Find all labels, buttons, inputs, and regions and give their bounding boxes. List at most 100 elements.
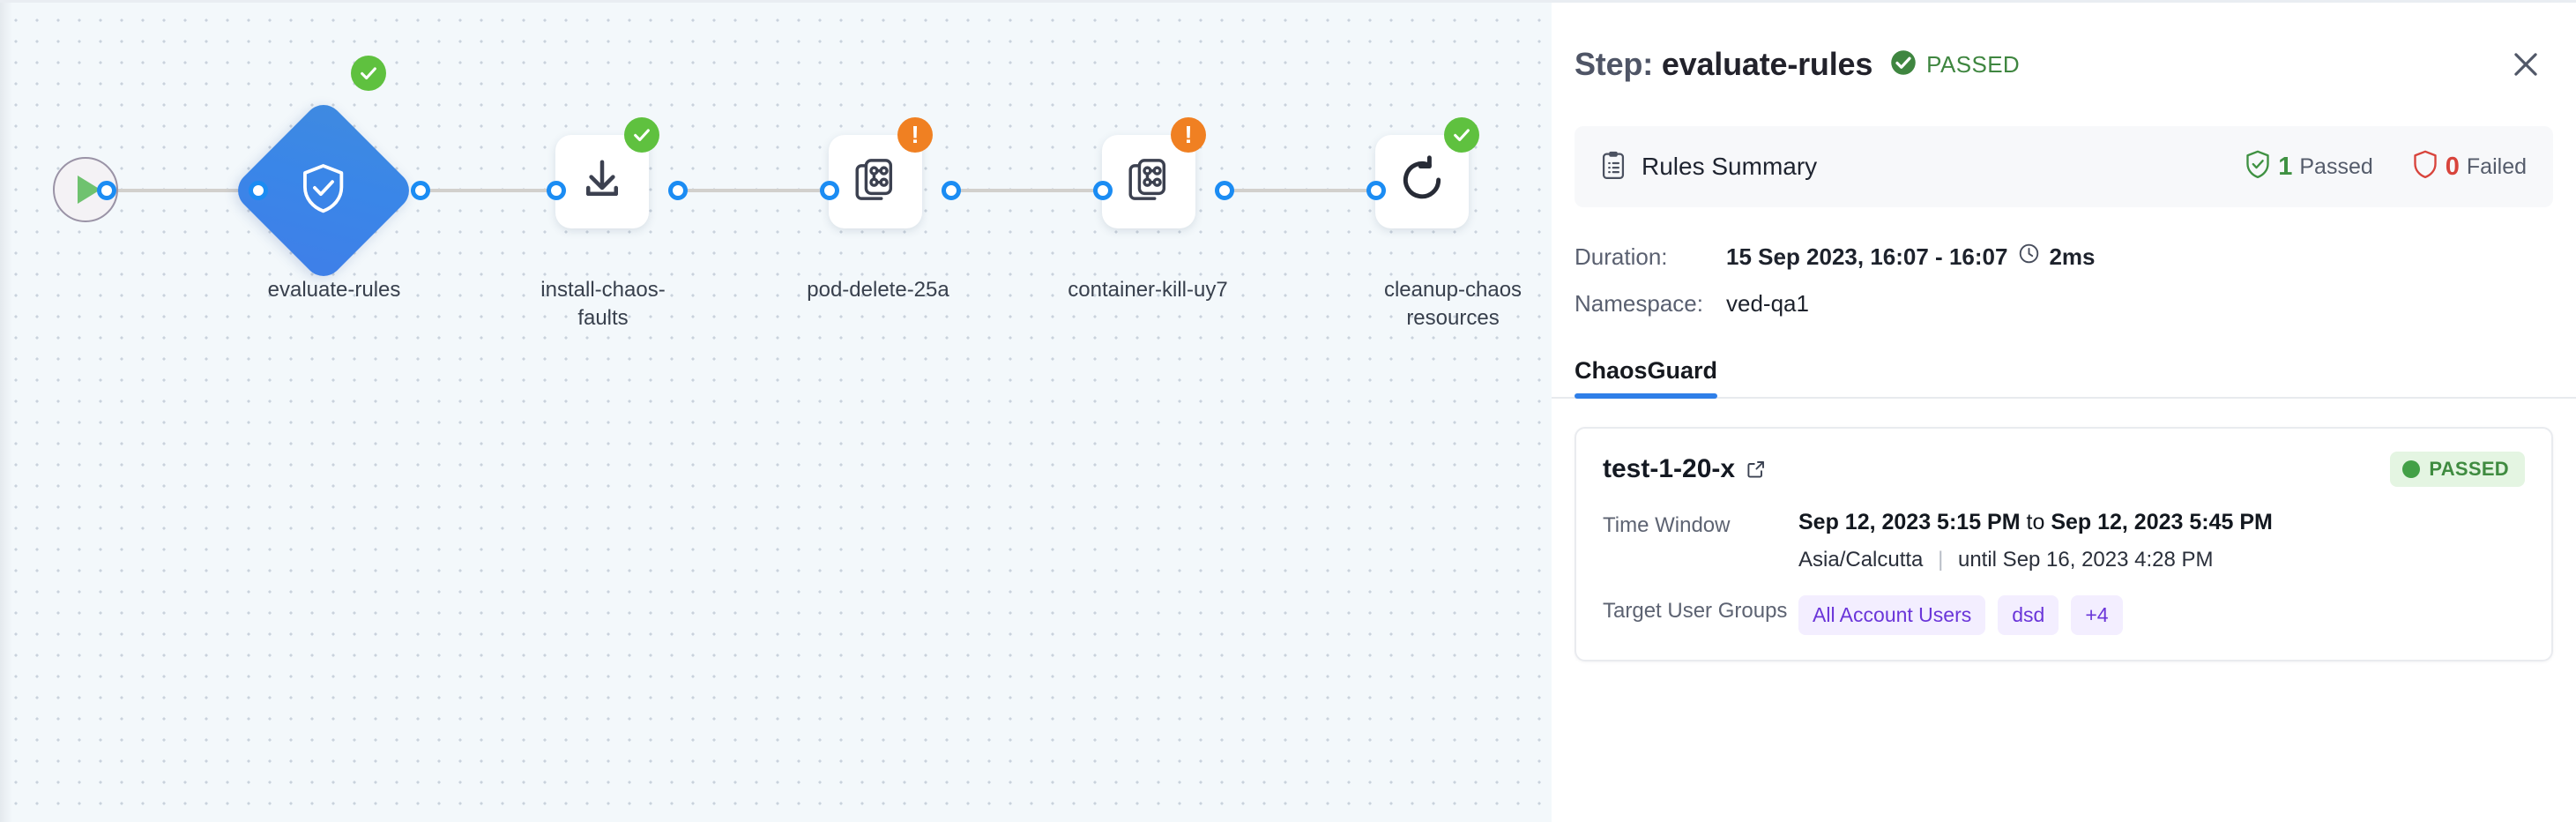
rules-summary-stats: 1 Passed 0 Failed bbox=[2245, 150, 2527, 184]
node-label-install-chaos-faults: install-chaos- faults bbox=[540, 278, 666, 330]
duration-value-group: 15 Sep 2023, 16:07 - 16:07 2ms bbox=[1726, 243, 2096, 271]
node-label-cleanup-chaos-resources: cleanup-chaos resources bbox=[1383, 278, 1523, 330]
node-container-kill-uy7[interactable]: ! bbox=[1102, 117, 1206, 228]
panel-tabs: ChaosGuard bbox=[1552, 344, 2576, 399]
port-install-in[interactable] bbox=[547, 181, 566, 200]
port-pod-delete-out[interactable] bbox=[942, 181, 961, 200]
node-evaluate-rules[interactable] bbox=[229, 56, 418, 285]
tab-chaosguard[interactable]: ChaosGuard bbox=[1575, 357, 1718, 399]
elapsed-group: 2ms bbox=[2018, 243, 2096, 271]
time-window-values: Sep 12, 2023 5:15 PM to Sep 12, 2023 5:4… bbox=[1798, 510, 2273, 572]
namespace-label: Namespace: bbox=[1575, 290, 1703, 317]
rules-passed-word: Passed bbox=[2299, 153, 2373, 179]
rules-failed-word: Failed bbox=[2466, 153, 2527, 179]
duration-elapsed: 2ms bbox=[2049, 243, 2096, 270]
status-badge-success bbox=[624, 117, 659, 153]
node-label-pod-delete-25a: pod-delete-25a bbox=[807, 278, 949, 302]
chaos-experiment-icon bbox=[853, 156, 897, 208]
duration-value: 15 Sep 2023, 16:07 - 16:07 bbox=[1726, 243, 2008, 270]
edge-pod-delete-to-container-kill bbox=[950, 189, 1102, 192]
status-badge-success bbox=[1444, 117, 1479, 153]
time-window-end: Sep 12, 2023 5:45 PM bbox=[2051, 510, 2273, 534]
chaosguard-test-card: test-1-20-x PASSED Time Window Sep 12, 2 bbox=[1575, 427, 2553, 661]
port-install-out[interactable] bbox=[668, 181, 688, 200]
status-badge-success bbox=[351, 56, 386, 91]
port-container-kill-in[interactable] bbox=[1093, 181, 1113, 200]
rules-failed-count: 0 bbox=[2445, 152, 2460, 181]
panel-step-name: evaluate-rules bbox=[1661, 46, 1873, 82]
rules-summary-label: Rules Summary bbox=[1642, 153, 1818, 180]
namespace-row: Namespace: ved-qa1 bbox=[1575, 290, 2553, 318]
target-user-groups-label: Target User Groups bbox=[1603, 599, 1788, 623]
status-badge: PASSED bbox=[1890, 49, 2020, 80]
check-circle-icon bbox=[1890, 49, 1917, 80]
exclamation-icon: ! bbox=[911, 121, 919, 148]
time-window-joiner: to bbox=[2026, 510, 2045, 534]
refresh-icon bbox=[1397, 154, 1447, 209]
port-container-kill-out[interactable] bbox=[1215, 181, 1234, 200]
status-badge-warning: ! bbox=[897, 117, 933, 153]
node-cleanup-chaos-resources[interactable] bbox=[1375, 117, 1479, 228]
shield-check-icon bbox=[300, 162, 347, 220]
rules-passed-stat: 1 Passed bbox=[2245, 150, 2373, 184]
test-card-header: test-1-20-x PASSED bbox=[1603, 452, 2525, 487]
node-label-evaluate-rules: evaluate-rules bbox=[267, 278, 401, 302]
edge-install-to-pod-delete bbox=[677, 189, 829, 192]
time-window-subtext: Asia/Calcutta | until Sep 16, 2023 4:28 … bbox=[1798, 548, 2273, 572]
play-icon bbox=[78, 176, 101, 204]
panel-title-prefix: Step: bbox=[1575, 46, 1654, 82]
test-status-badge: PASSED bbox=[2390, 452, 2525, 487]
until-value: until Sep 16, 2023 4:28 PM bbox=[1957, 548, 2214, 572]
time-window-range: Sep 12, 2023 5:15 PM to Sep 12, 2023 5:4… bbox=[1798, 510, 2273, 535]
target-user-groups-tags: All Account Users dsd +4 bbox=[1798, 595, 2123, 635]
pipeline-canvas[interactable]: evaluate-rules install-chaos- faults bbox=[0, 0, 1552, 822]
time-window-row: Time Window Sep 12, 2023 5:15 PM to Sep … bbox=[1603, 510, 2525, 572]
chaos-experiment-icon bbox=[1127, 156, 1171, 208]
node-pod-delete-25a[interactable]: ! bbox=[829, 117, 933, 228]
rules-summary-card: Rules Summary 1 Passed bbox=[1575, 126, 2553, 207]
timezone-value: Asia/Calcutta bbox=[1798, 548, 1924, 572]
namespace-value-group: ved-qa1 bbox=[1726, 290, 1809, 318]
edge-container-kill-to-cleanup bbox=[1224, 189, 1375, 192]
target-user-groups-row: Target User Groups All Account Users dsd… bbox=[1603, 595, 2525, 635]
test-name: test-1-20-x bbox=[1603, 454, 1736, 483]
close-button[interactable] bbox=[2505, 44, 2546, 85]
rules-passed-count: 1 bbox=[2278, 152, 2293, 181]
time-window-label: Time Window bbox=[1603, 513, 1731, 537]
clipboard-icon bbox=[1601, 150, 1626, 184]
node-install-chaos-faults[interactable] bbox=[555, 117, 659, 228]
divider: | bbox=[1938, 548, 1944, 572]
exclamation-icon: ! bbox=[1184, 121, 1193, 148]
port-start-out[interactable] bbox=[97, 181, 116, 200]
test-status-text: PASSED bbox=[2429, 458, 2509, 480]
edge-start-to-evaluate-rules bbox=[106, 189, 257, 192]
namespace-value: ved-qa1 bbox=[1726, 290, 1809, 317]
page-title: Step: evaluate-rules bbox=[1575, 46, 1872, 83]
tag-item[interactable]: All Account Users bbox=[1798, 595, 1986, 635]
panel-header: Step: evaluate-rules PASSED bbox=[1552, 3, 2576, 126]
clock-icon bbox=[2018, 243, 2040, 271]
node-shape-diamond bbox=[229, 96, 418, 285]
tag-item-overflow[interactable]: +4 bbox=[2071, 595, 2123, 635]
status-text: PASSED bbox=[1926, 50, 2021, 78]
shield-icon bbox=[2412, 150, 2438, 184]
time-window-start: Sep 12, 2023 5:15 PM bbox=[1798, 510, 2021, 534]
port-evaluate-rules-out[interactable] bbox=[411, 181, 430, 200]
edge-evaluate-to-install bbox=[411, 189, 559, 192]
download-icon bbox=[578, 156, 626, 208]
step-details-panel: Step: evaluate-rules PASSED bbox=[1552, 0, 2576, 822]
duration-label: Duration: bbox=[1575, 243, 1668, 270]
close-icon bbox=[2509, 48, 2542, 81]
status-badge-warning: ! bbox=[1171, 117, 1206, 153]
status-dot-icon bbox=[2402, 460, 2421, 478]
rules-failed-stat: 0 Failed bbox=[2412, 150, 2527, 184]
tag-item[interactable]: dsd bbox=[1998, 595, 2059, 635]
port-evaluate-rules-in[interactable] bbox=[249, 181, 268, 200]
node-label-container-kill-uy7: container-kill-uy7 bbox=[1068, 278, 1228, 302]
step-meta: Duration: 15 Sep 2023, 16:07 - 16:07 2ms… bbox=[1575, 243, 2553, 318]
external-link-icon[interactable] bbox=[1746, 459, 1767, 480]
port-cleanup-in[interactable] bbox=[1366, 181, 1386, 200]
duration-row: Duration: 15 Sep 2023, 16:07 - 16:07 2ms bbox=[1575, 243, 2553, 271]
port-pod-delete-in[interactable] bbox=[820, 181, 839, 200]
shield-check-icon bbox=[2245, 150, 2271, 184]
